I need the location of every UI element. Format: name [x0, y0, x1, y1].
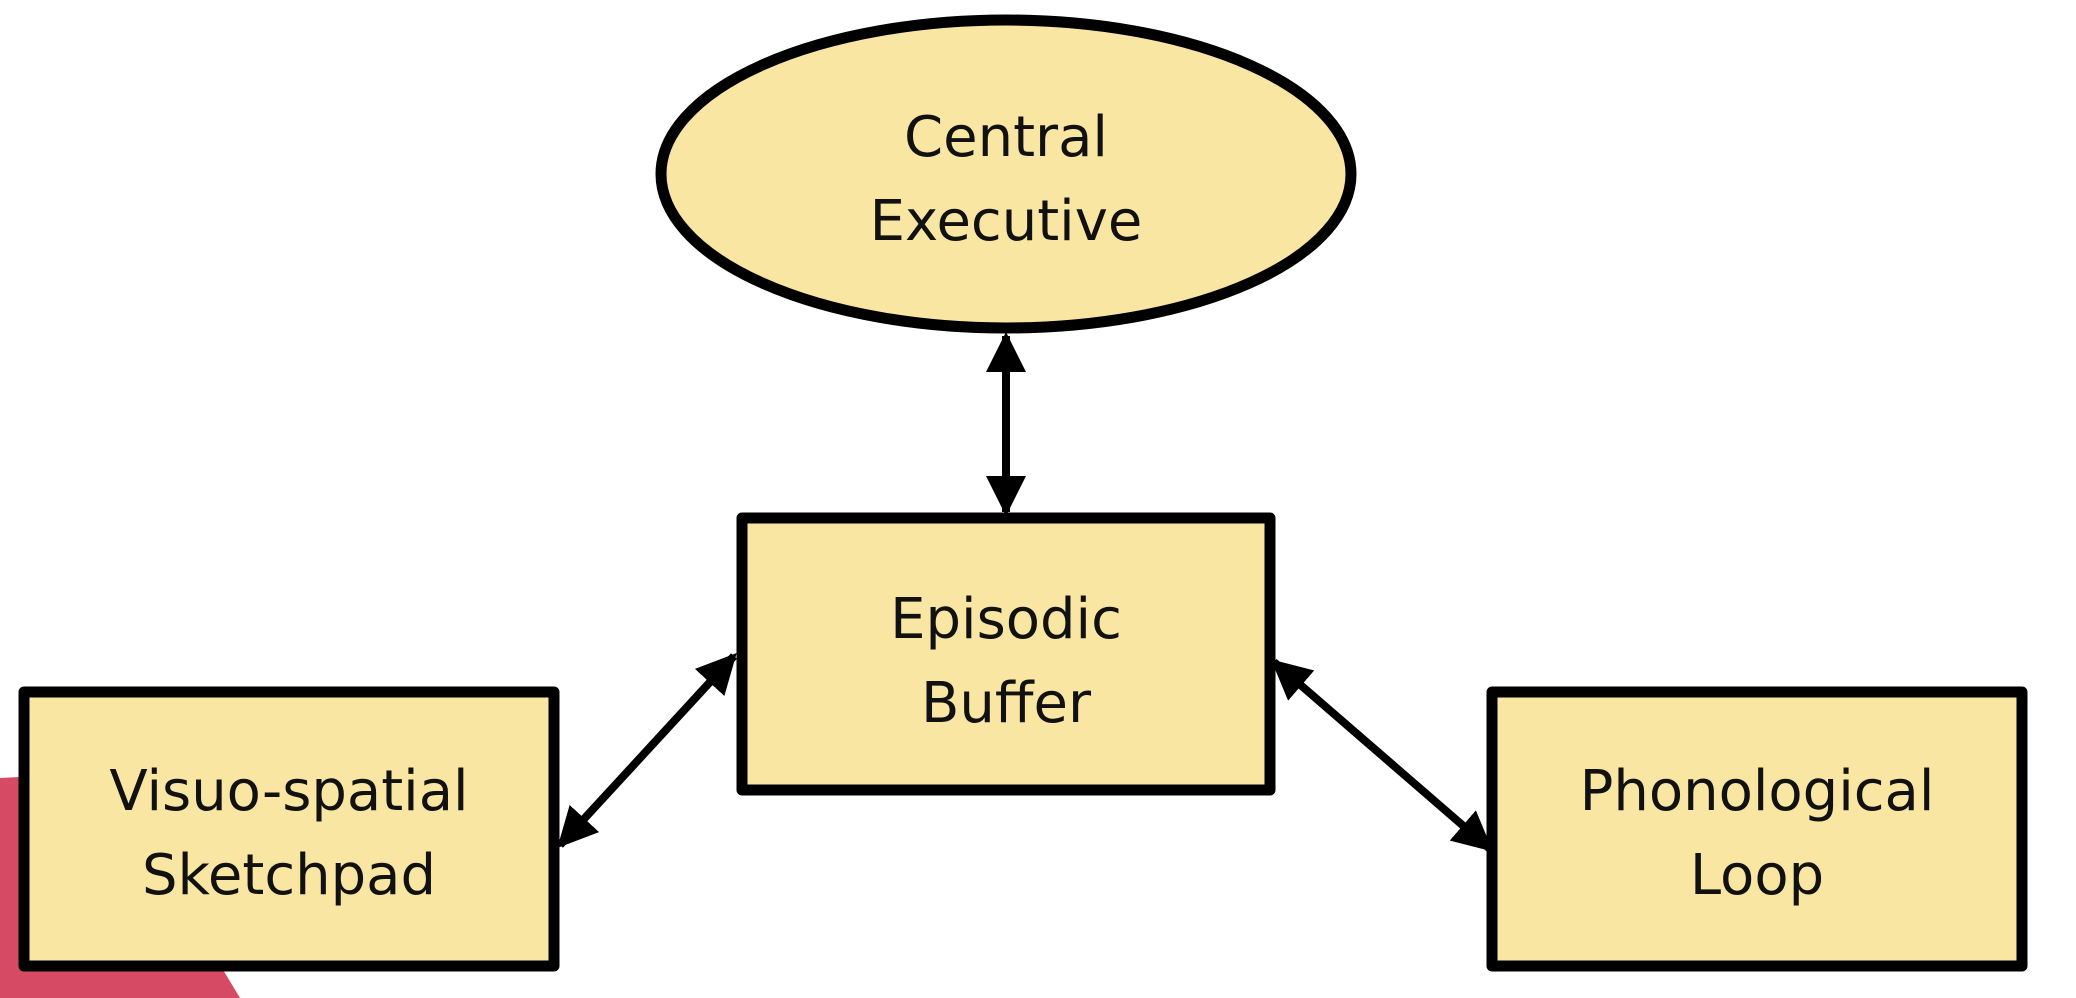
node-phonological-loop: Phonological Loop	[1486, 686, 2028, 972]
episodic-buffer-shape	[736, 512, 1276, 796]
node-episodic-buffer: Episodic Buffer	[736, 512, 1276, 796]
node-visuospatial-sketchpad: Visuo-spatial Sketchpad	[18, 686, 560, 972]
phonological-loop-label-line2: Loop	[1690, 843, 1824, 908]
central-executive-label-line1: Central	[904, 105, 1108, 170]
edge-episodic-buffer-phonological-loop	[1270, 658, 1494, 853]
visuospatial-sketchpad-label-line2: Sketchpad	[142, 843, 436, 908]
central-executive-label-line2: Executive	[870, 189, 1143, 254]
phonological-loop-shape	[1486, 686, 2028, 972]
node-central-executive: Central Executive	[655, 14, 1357, 334]
episodic-buffer-label-line1: Episodic	[890, 587, 1122, 652]
edge-visuospatial-episodic-buffer	[557, 653, 737, 848]
phonological-loop-label-line1: Phonological	[1580, 759, 1935, 824]
central-executive-shape	[655, 14, 1357, 334]
visuospatial-sketchpad-label-line1: Visuo-spatial	[109, 759, 468, 824]
episodic-buffer-label-line2: Buffer	[921, 671, 1092, 736]
visuospatial-sketchpad-shape	[18, 686, 560, 972]
